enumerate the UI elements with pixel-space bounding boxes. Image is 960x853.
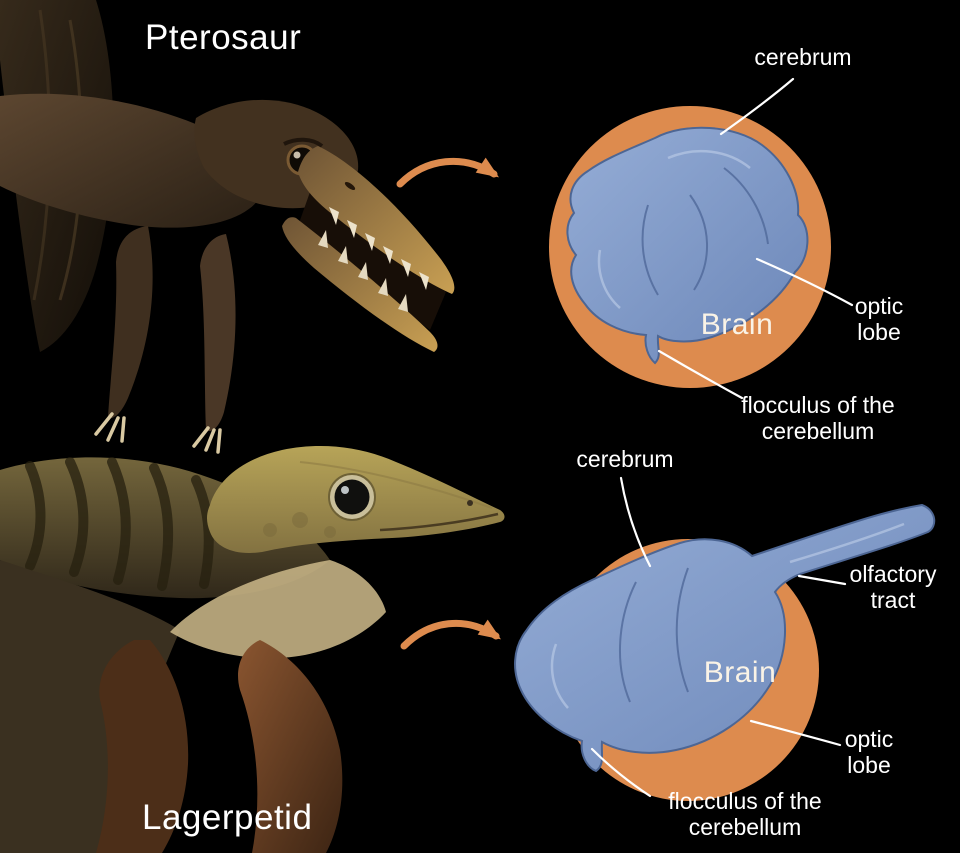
label-cerebrum-bottom: cerebrum — [576, 446, 674, 472]
pterosaur-teeth-lower — [318, 230, 408, 312]
brain-badge-top: Brain — [700, 308, 774, 341]
lagerpetid-foreleg-front — [238, 640, 343, 853]
brain-model-pterosaur — [566, 126, 809, 365]
pterosaur-claws — [94, 412, 126, 443]
brain-model-lagerpetid — [514, 503, 936, 773]
lagerpetid-foreleg-back — [96, 640, 189, 853]
pterosaur-illustration — [0, 0, 455, 454]
label-optic-lobe-bottom: optic lobe — [844, 726, 894, 779]
label-cerebrum-top: cerebrum — [754, 44, 852, 70]
pterosaur-forelimb-2 — [200, 234, 236, 432]
leader-lines-top — [657, 77, 854, 400]
curved-arrow-icon-bottom — [400, 619, 501, 650]
label-olfactory-tract: olfactory tract — [849, 561, 937, 614]
leader-lines-bottom — [590, 476, 847, 798]
label-flocculus-top: flocculus of the cerebellum — [741, 392, 895, 445]
pterosaur-mouth-interior — [298, 192, 446, 330]
pterosaur-title: Pterosaur — [145, 18, 302, 57]
lagerpetid-stripes — [25, 457, 214, 591]
leader-line-optic-lobe-bottom — [749, 719, 842, 747]
pterosaur-lower-jaw — [282, 217, 438, 352]
leader-line-cerebrum-bottom — [619, 476, 652, 568]
lagerpetid-throat — [170, 560, 386, 659]
lagerpetid-nostril — [467, 500, 473, 506]
leader-line-optic-lobe-top — [755, 257, 854, 307]
pterosaur-forelimb — [108, 226, 153, 419]
leader-line-flocculus-bottom — [590, 747, 652, 798]
leader-line-flocculus-top — [657, 349, 744, 400]
pterosaur-claws-2 — [192, 426, 222, 454]
brain-badge-bottom: Brain — [703, 656, 777, 689]
label-flocculus-bottom: flocculus of the cerebellum — [668, 788, 822, 841]
pterosaur-upper-beak — [298, 146, 455, 294]
curved-arrow-icon-top — [396, 157, 499, 188]
lagerpetid-eye — [334, 479, 370, 515]
lagerpetid-mouth-line — [379, 512, 499, 532]
leader-line-olfactory-tract — [797, 574, 847, 586]
leader-line-cerebrum-top — [719, 77, 795, 136]
pterosaur-teeth — [329, 207, 429, 290]
label-optic-lobe-top: optic lobe — [854, 293, 904, 346]
lagerpetid-illustration — [0, 446, 505, 853]
lagerpetid-title: Lagerpetid — [142, 798, 313, 837]
lagerpetid-cheek-mottling — [263, 512, 336, 538]
lagerpetid-lower-body — [0, 560, 180, 853]
